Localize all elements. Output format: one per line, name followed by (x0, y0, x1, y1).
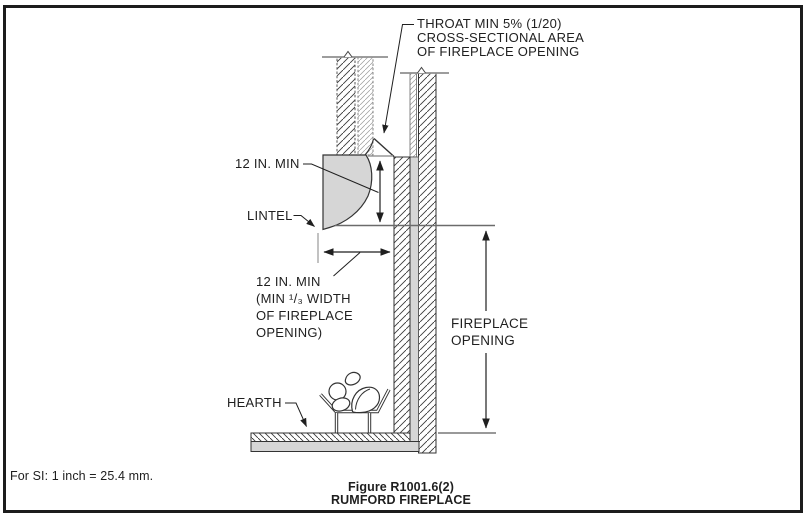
lintel-leader (293, 215, 315, 227)
lintel-height-label: 12 IN. MIN (235, 156, 300, 171)
throat-note-line3: OF FIREPLACE OPENING (417, 44, 580, 59)
hearth (250, 402, 420, 452)
throat-leader (382, 24, 414, 134)
fireplace-opening-line1: FIREPLACE (451, 316, 529, 331)
throat-note-label: THROAT MIN 5% (1/20) CROSS-SECTIONAL ARE… (417, 17, 584, 59)
log-large-detail (355, 388, 371, 410)
figure-number: Figure R1001.6(2) (348, 480, 454, 494)
fireplace-opening-line2: OPENING (451, 332, 516, 348)
width-note-line3: OF FIREPLACE (256, 308, 353, 323)
dim-fireplace-opening (438, 230, 496, 434)
figure-caption: Figure R1001.6(2) RUMFORD FIREPLACE (301, 481, 501, 506)
si-conversion-note: For SI: 1 inch = 25.4 mm. (10, 469, 154, 483)
width-note-label: 12 IN. MIN (MIN ¹/₃ WIDTH OF FIREPLACE O… (256, 273, 353, 341)
hearth-label: HEARTH (227, 395, 282, 410)
front-flue-wall (322, 50, 388, 156)
fireplace-opening-label: FIREPLACE OPENING (451, 316, 528, 349)
fire-grate (319, 371, 391, 433)
throat-note-line1: THROAT MIN 5% (1/20) (417, 16, 562, 31)
figure-border (3, 5, 803, 513)
log-small (344, 371, 361, 386)
dim-throat-height (303, 155, 393, 223)
log-large (351, 386, 381, 414)
width-note-line1: 12 IN. MIN (256, 274, 321, 289)
width-note-line2: (MIN ¹/₃ WIDTH (256, 291, 351, 306)
figure-title: RUMFORD FIREPLACE (331, 492, 471, 507)
lintel-breast-shape (322, 154, 373, 231)
dim-lintel-depth (317, 233, 391, 277)
width-note-line4: OPENING) (256, 325, 323, 340)
lintel-label: LINTEL (247, 208, 293, 223)
log-oval (331, 397, 351, 412)
back-wall (393, 66, 449, 454)
throat-note-line2: CROSS-SECTIONAL AREA (417, 30, 585, 45)
